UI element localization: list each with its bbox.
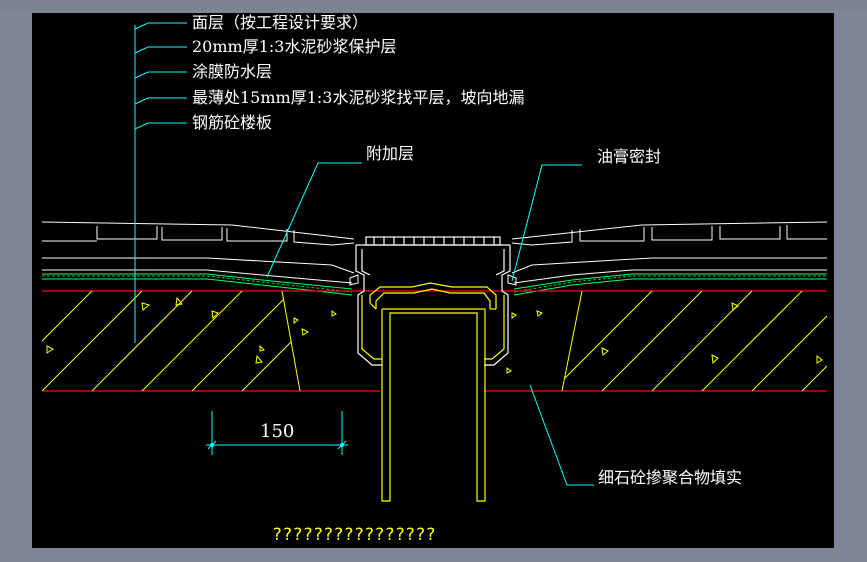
membrane-layers — [42, 257, 827, 296]
dimension-150 — [206, 411, 348, 455]
label-sealant: 油膏密封 — [597, 147, 661, 166]
label-finish-layer: 面层（按工程设计要求） — [192, 13, 368, 32]
drain-detail-drawing: 面层（按工程设计要求） 20mm厚1:3水泥砂浆保护层 涂膜防水层 最薄处15m… — [41, 13, 828, 545]
dimension-tick-right — [340, 443, 344, 447]
label-fill: 细石砼掺聚合物填实 — [598, 468, 742, 487]
dimension-tick-left — [210, 443, 214, 447]
cad-canvas: 面层（按工程设计要求） 20mm厚1:3水泥砂浆保护层 涂膜防水层 最薄处15m… — [32, 13, 834, 548]
fill-region — [293, 310, 517, 374]
label-concrete-slab: 钢筋砼楼板 — [192, 113, 272, 132]
aggregate-marks — [46, 296, 823, 365]
leader-lines — [134, 22, 594, 486]
slab-edges — [42, 290, 827, 392]
label-additional-layer: 附加层 — [366, 144, 414, 163]
drawing-title: ???????????????? — [272, 525, 436, 545]
finish-layer — [41, 221, 828, 246]
slab-hatch — [42, 290, 827, 392]
window-frame-top — [0, 0, 867, 10]
dimension-label: 150 — [260, 421, 294, 442]
label-waterproof-membrane: 涂膜防水层 — [192, 62, 272, 81]
floor-drain — [355, 236, 511, 502]
label-protective-mortar: 20mm厚1:3水泥砂浆保护层 — [192, 37, 396, 56]
label-leveling-layer: 最薄处15mm厚1:3水泥砂浆找平层，坡向地漏 — [192, 88, 524, 107]
